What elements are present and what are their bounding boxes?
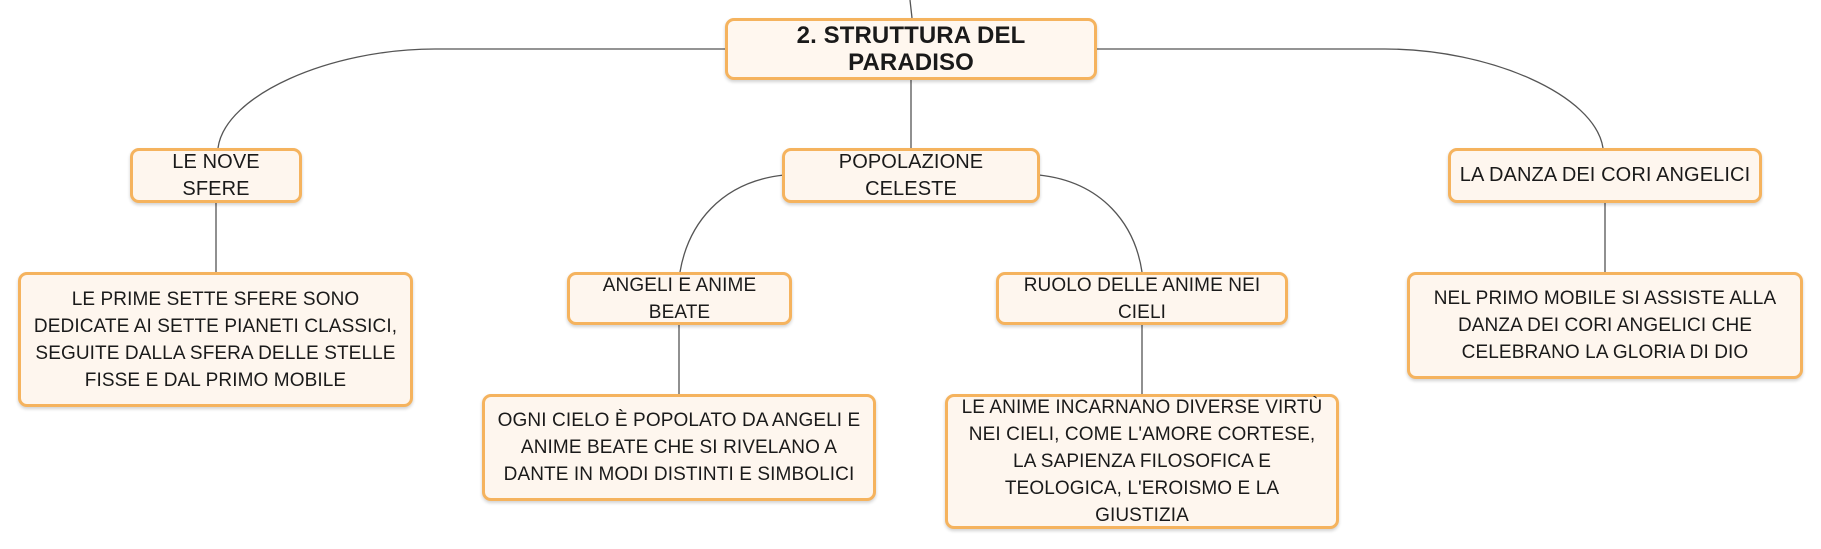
node-primo-mobile-danza[interactable]: NEL PRIMO MOBILE SI ASSISTE ALLA DANZA D…	[1407, 272, 1803, 379]
root-node-label: 2. STRUTTURA DEL PARADISO	[796, 22, 1026, 76]
connector-parent-root	[909, 0, 913, 19]
node-ogni-cielo[interactable]: OGNI CIELO È POPOLATO DA ANGELI E ANIME …	[482, 394, 876, 501]
connector-popolazione-ruolo	[1038, 174, 1143, 273]
node-label: LA DANZA DEI CORI ANGELICI	[1459, 164, 1751, 186]
node-popolazione-celeste[interactable]: POPOLAZIONE CELESTE	[782, 148, 1040, 203]
node-prime-sette-sfere[interactable]: LE PRIME SETTE SFERE SONO DEDICATE AI SE…	[18, 272, 413, 407]
root-node[interactable]: 2. STRUTTURA DEL PARADISO	[725, 18, 1097, 80]
node-label: NEL PRIMO MOBILE SI ASSISTE ALLA DANZA D…	[1433, 288, 1777, 363]
connector-root-nove-sfere	[217, 48, 726, 149]
connector-root-danza	[1097, 48, 1604, 149]
node-label: RUOLO DELLE ANIME NEI CIELI	[1023, 274, 1261, 323]
node-label: POPOLAZIONE CELESTE	[838, 150, 984, 200]
node-label: LE ANIME INCARNANO DIVERSE VIRTÙ NEI CIE…	[961, 397, 1323, 526]
node-ruolo-anime-cieli[interactable]: RUOLO DELLE ANIME NEI CIELI	[996, 272, 1288, 325]
node-label: LE NOVE SFERE	[172, 150, 260, 200]
node-angeli-anime-beate[interactable]: ANGELI E ANIME BEATE	[567, 272, 792, 325]
node-danza-cori-angelici[interactable]: LA DANZA DEI CORI ANGELICI	[1448, 148, 1762, 203]
node-le-nove-sfere[interactable]: LE NOVE SFERE	[130, 148, 302, 203]
node-label: ANGELI E ANIME BEATE	[602, 274, 757, 323]
node-label: LE PRIME SETTE SFERE SONO DEDICATE AI SE…	[33, 288, 398, 391]
node-anime-incarnano[interactable]: LE ANIME INCARNANO DIVERSE VIRTÙ NEI CIE…	[945, 394, 1339, 529]
node-label: OGNI CIELO È POPOLATO DA ANGELI E ANIME …	[497, 410, 861, 485]
connector-popolazione-angeli	[679, 174, 785, 273]
